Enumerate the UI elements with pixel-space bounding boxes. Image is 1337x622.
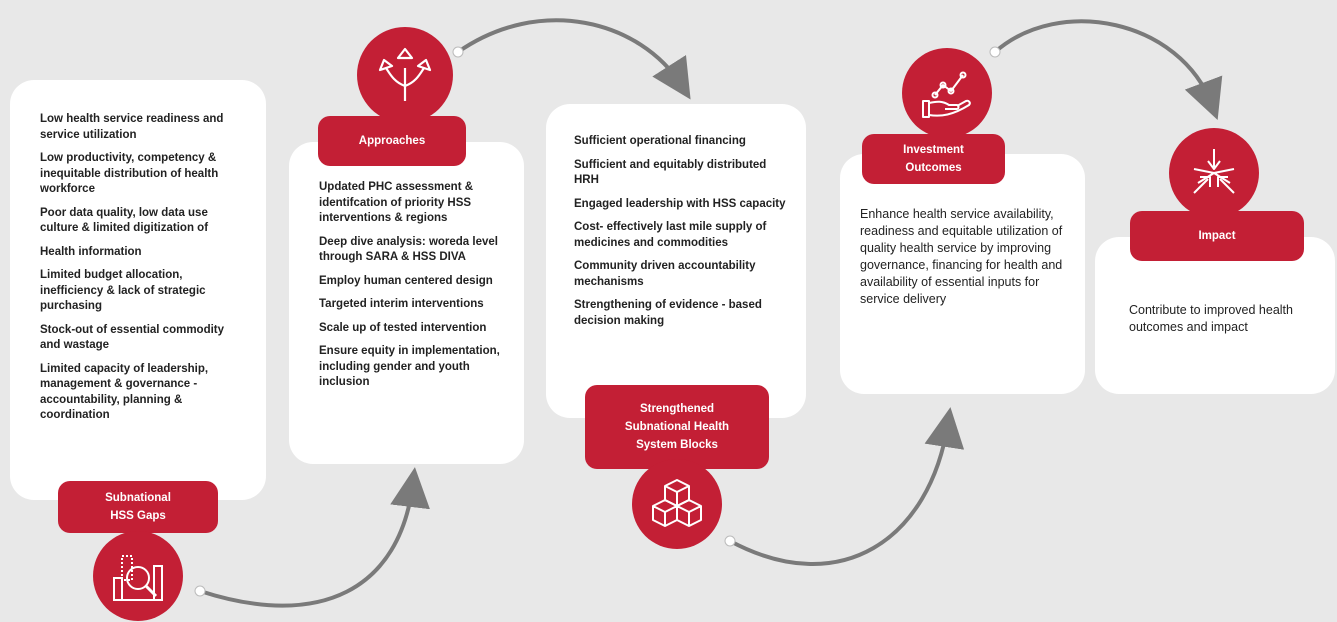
blocks-item: Sufficient operational financing — [574, 135, 746, 147]
outcomes-label: Investment Outcomes — [862, 134, 1005, 184]
gaps-item: Low productivity, competency & inequitab… — [40, 152, 219, 195]
impact-label: Impact — [1130, 211, 1304, 261]
data-analysis-icon — [93, 531, 183, 621]
arrow-outcomes-to-impact — [993, 19, 1223, 120]
impact-card: Contribute to improved health outcomes a… — [1095, 237, 1335, 394]
gaps-item: Limited capacity of leadership, manageme… — [40, 362, 209, 422]
gaps-list: Low health service readiness and service… — [40, 112, 246, 424]
approaches-item: Targeted interim interventions — [319, 298, 484, 310]
arrow-approaches-to-blocks — [456, 18, 691, 100]
gaps-card: Low health service readiness and service… — [10, 80, 266, 500]
approaches-item: Scale up of tested intervention — [319, 321, 487, 334]
approaches-item: Updated PHC assessment & identifcation o… — [319, 181, 474, 224]
stacked-cubes-icon — [632, 459, 722, 549]
blocks-label: Strengthened Subnational Health System B… — [585, 385, 769, 469]
blocks-card: Sufficient operational financing Suffici… — [546, 104, 806, 418]
growth-hand-icon — [902, 48, 992, 138]
gaps-item: Limited budget allocation, inefficiency … — [40, 269, 206, 312]
blocks-item: Sufficient and equitably distributed HRH — [574, 158, 767, 187]
blocks-item: Engaged leadership with HSS capacity — [574, 197, 786, 210]
arrow-blocks-to-outcomes — [729, 407, 965, 566]
blocks-item: Strengthening of evidence - based decisi… — [574, 299, 762, 327]
approaches-list: Updated PHC assessment & identifcation o… — [319, 180, 506, 391]
approaches-item: Ensure equity in implementation, includi… — [319, 345, 500, 388]
outcomes-card: Enhance health service availability, rea… — [840, 154, 1085, 394]
gaps-item: Poor data quality, low data use culture … — [40, 206, 209, 235]
gaps-item: Stock-out of essential commodity and was… — [40, 323, 225, 352]
blocks-item: Community driven accountability mechanis… — [574, 260, 756, 288]
impact-text: Contribute to improved health outcomes a… — [1129, 303, 1293, 334]
converging-arrows-icon — [1169, 128, 1259, 218]
gaps-label: Subnational HSS Gaps — [58, 481, 218, 533]
approaches-item: Employ human centered design — [319, 274, 493, 287]
gaps-item: Health information — [40, 245, 142, 258]
arrow-gaps-to-approaches — [199, 467, 430, 608]
blocks-list: Sufficient operational financing Suffici… — [574, 134, 788, 329]
approaches-label: Approaches — [318, 116, 466, 166]
approaches-card: Updated PHC assessment & identifcation o… — [289, 142, 524, 464]
outcomes-text: Enhance health service availability, rea… — [860, 207, 1063, 306]
approaches-item: Deep dive analysis: woreda level through… — [319, 235, 498, 264]
blocks-item: Cost- effectively last mile supply of me… — [574, 221, 767, 249]
gaps-item: Low health service readiness and service… — [40, 113, 224, 141]
diverging-arrows-icon — [357, 27, 453, 123]
